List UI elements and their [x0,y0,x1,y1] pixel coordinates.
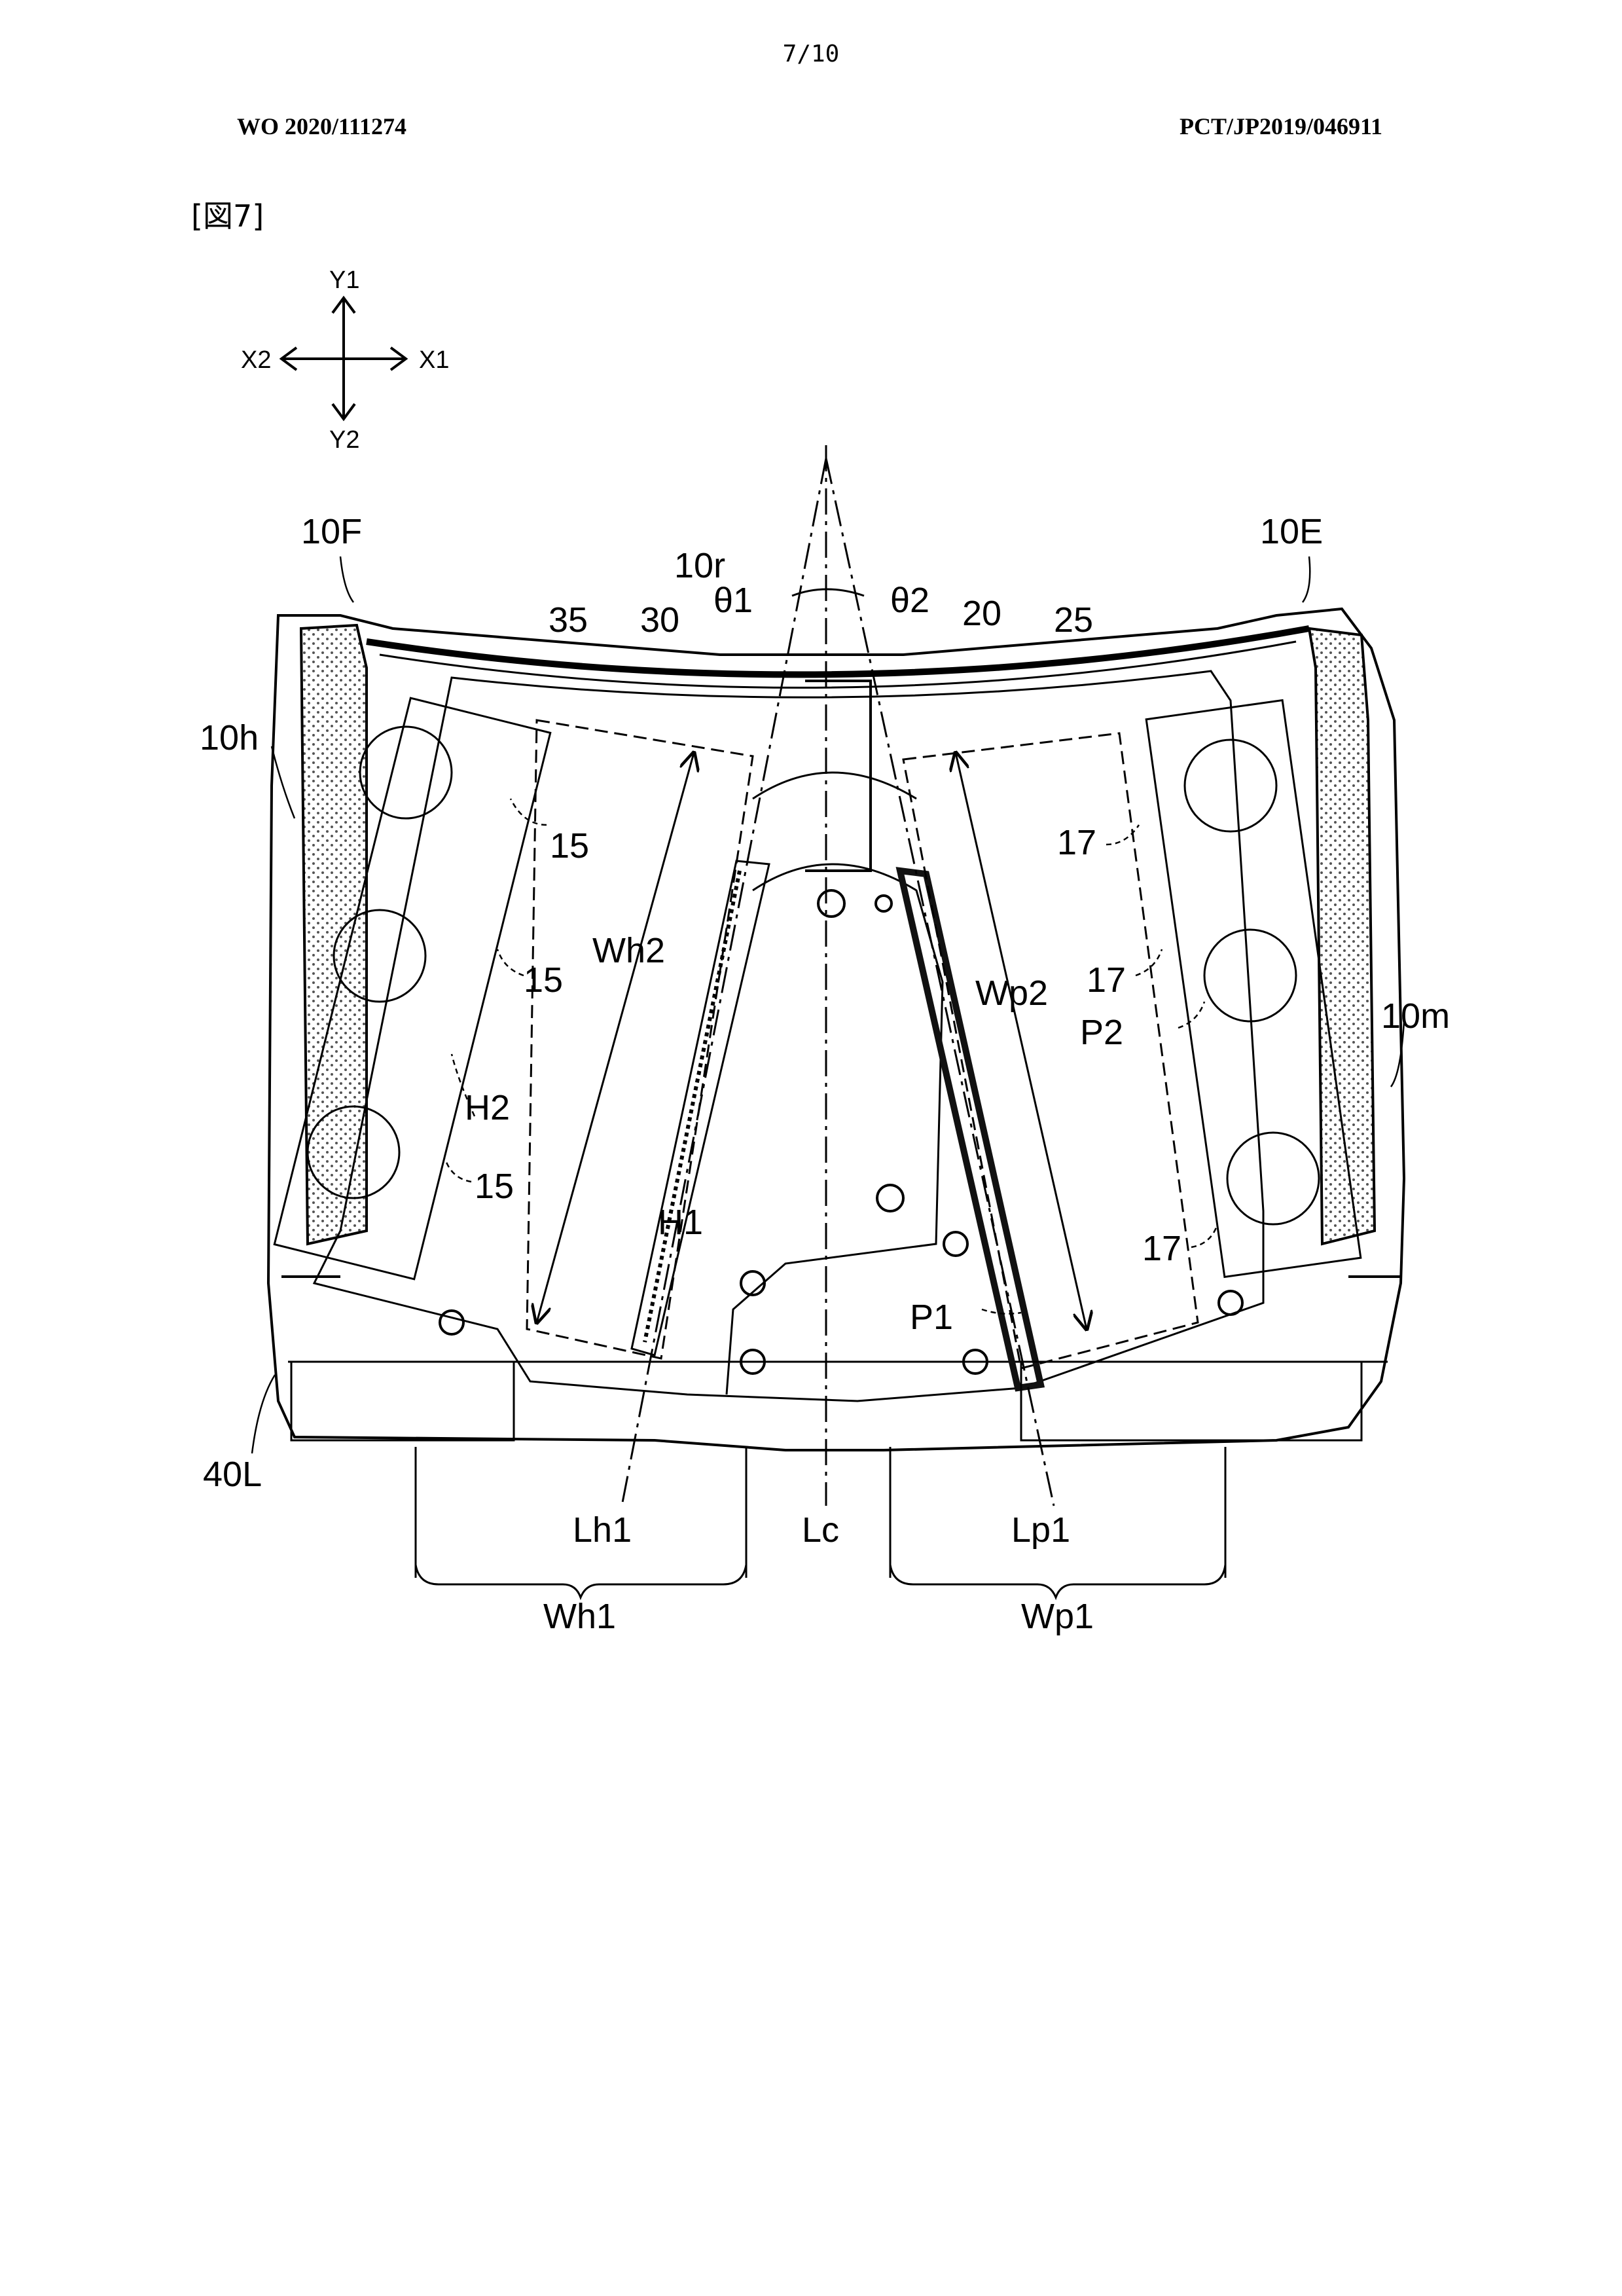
axis-y1-label: Y1 [329,266,359,294]
ref-30: 30 [640,600,679,640]
ref-Wp1: Wp1 [1021,1597,1094,1636]
ref-35: 35 [549,600,588,640]
ref-15a: 15 [550,826,589,866]
ref-10h: 10h [200,718,259,757]
ref-17b: 17 [1087,960,1126,1000]
axis-y2-label: Y2 [329,426,359,454]
ref-P1: P1 [910,1298,953,1337]
ref-17a: 17 [1057,823,1096,862]
leader-lines [252,556,1404,1453]
ref-theta1: θ1 [713,581,753,620]
ref-theta2: θ2 [890,581,929,620]
ref-H1: H1 [658,1203,703,1242]
theta-arc [792,589,864,596]
ref-17c: 17 [1142,1229,1181,1268]
ref-40L: 40L [203,1455,262,1494]
ref-Wp2: Wp2 [975,974,1048,1013]
ref-Lc: Lc [802,1510,839,1550]
ref-15c: 15 [475,1167,514,1206]
ref-15b: 15 [524,960,563,1000]
ref-Lh1: Lh1 [573,1510,632,1550]
axis-x1-label: X1 [419,346,449,374]
ref-Lp1: Lp1 [1011,1510,1070,1550]
ref-10r: 10r [674,546,725,585]
direction-indicator [281,298,406,419]
ref-P2: P2 [1080,1013,1123,1052]
ref-Wh2: Wh2 [592,931,665,970]
ref-20: 20 [962,594,1001,633]
ref-10m: 10m [1381,996,1450,1036]
axis-x2-label: X2 [241,346,271,374]
ref-H2: H2 [465,1088,510,1127]
ref-25: 25 [1054,600,1093,640]
ref-10E: 10E [1260,512,1323,551]
ref-Wh1: Wh1 [543,1597,616,1636]
ref-10F: 10F [301,512,362,551]
device-housing [268,609,1404,1450]
